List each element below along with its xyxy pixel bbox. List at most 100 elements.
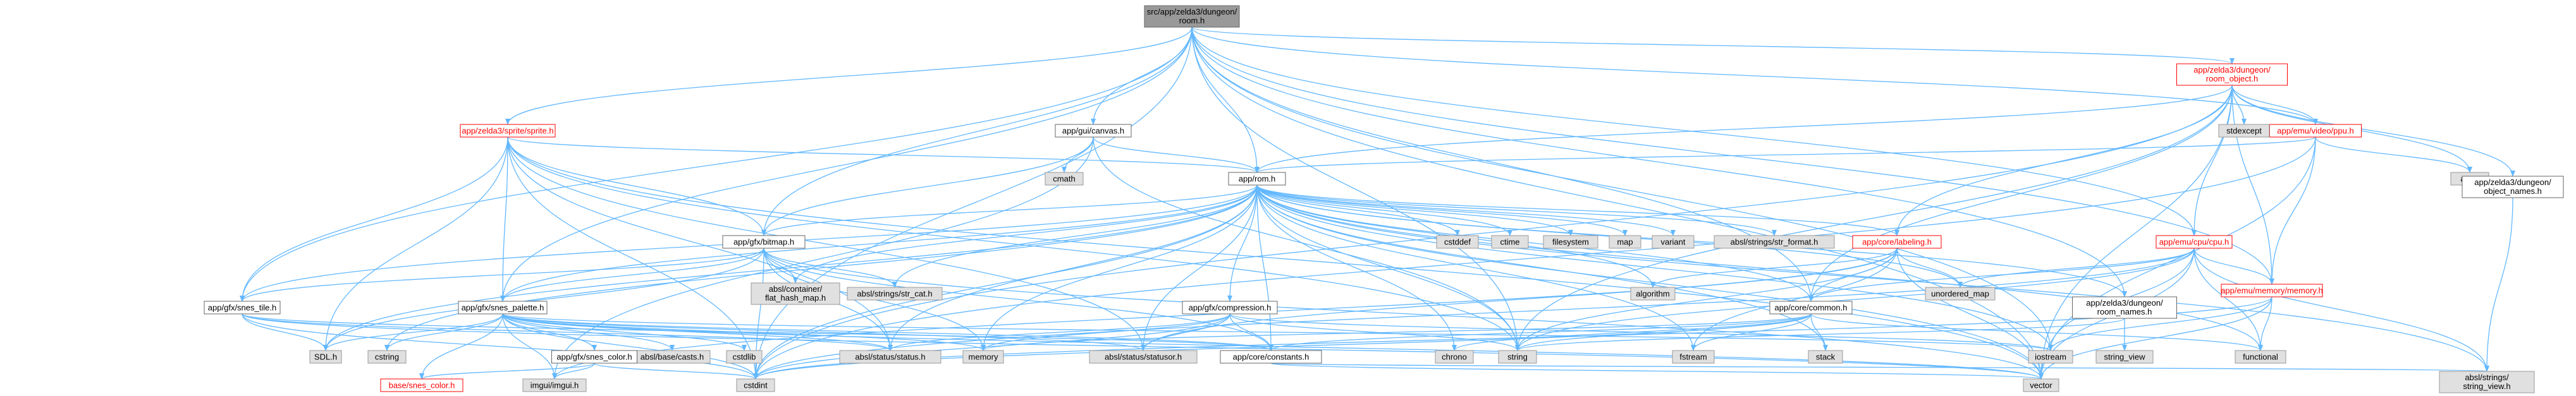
node-stdexcept[interactable]: stdexcept: [2218, 124, 2270, 138]
node-room-names[interactable]: app/zelda3/dungeon/room_names.h: [2072, 296, 2177, 319]
node-flat-hash-map[interactable]: absl/container/flat_hash_map.h: [751, 282, 840, 305]
node-box: [1652, 235, 1695, 249]
node-rom[interactable]: app/rom.h: [1228, 172, 1286, 186]
node-compression[interactable]: app/gfx/compression.h: [1182, 301, 1278, 315]
node-label: SDL.h: [314, 352, 337, 362]
node-label: cstdlib: [733, 352, 756, 362]
edge-common-to-stack: [1810, 313, 1828, 351]
edge-cpu-to-memory_h: [2193, 248, 2274, 285]
node-cstdint[interactable]: cstdint: [736, 378, 775, 392]
node-label: app/gfx/snes_color.h: [556, 352, 632, 362]
node-common[interactable]: app/core/common.h: [1769, 301, 1853, 315]
node-cpu[interactable]: app/emu/cpu/cpu.h: [2156, 235, 2233, 249]
node-snes-tile[interactable]: app/gfx/snes_tile.h: [204, 301, 281, 315]
edge-rom-to-str_cat: [892, 184, 1258, 288]
node-str-format[interactable]: absl/strings/str_format.h: [1714, 235, 1835, 249]
node-ppu[interactable]: app/emu/video/ppu.h: [2269, 124, 2362, 138]
edge-sprite-to-rom: [507, 136, 1260, 173]
node-bitmap[interactable]: app/gfx/bitmap.h: [722, 235, 806, 249]
node-cstddef[interactable]: cstddef: [1436, 235, 1479, 249]
node-label: room_names.h: [2097, 307, 2152, 316]
node-label: algorithm: [1636, 289, 1669, 299]
edge-snes_color-to-base_snes_color: [419, 363, 595, 380]
node-map[interactable]: map: [1609, 235, 1641, 249]
edge-snes_palette-to-vector: [502, 313, 2044, 380]
edge-labeling-to-unordered_map: [1896, 248, 1963, 288]
node-label: app/core/common.h: [1775, 303, 1848, 313]
node-label: absl/strings/: [2465, 373, 2509, 382]
node-variant[interactable]: variant: [1652, 235, 1695, 249]
node-chrono[interactable]: chrono: [1435, 350, 1474, 364]
node-base-snes-color[interactable]: base/snes_color.h: [380, 378, 463, 392]
edge-rom-to-memory: [981, 184, 1258, 351]
edge-rom-to-snes_palette: [500, 184, 1258, 302]
node-memory[interactable]: memory: [962, 350, 1004, 364]
node-algorithm[interactable]: algorithm: [1630, 287, 1676, 301]
edge-memory_h-to-functional: [2258, 296, 2272, 351]
node-box: [722, 235, 806, 249]
node-canvas[interactable]: app/gui/canvas.h: [1055, 124, 1132, 138]
node-filesystem[interactable]: filesystem: [1543, 235, 1598, 249]
node-sdl[interactable]: SDL.h: [309, 350, 342, 364]
node-label: app/core/labeling.h: [1862, 237, 1932, 247]
node-room-object[interactable]: app/zelda3/dungeon/room_object.h: [2176, 63, 2288, 86]
node-status-h[interactable]: absl/status/status.h: [839, 350, 941, 364]
node-object-names[interactable]: app/zelda3/dungeon/object_names.h: [2462, 176, 2564, 198]
node-str-cat[interactable]: absl/strings/str_cat.h: [847, 287, 943, 301]
node-absl-string-view[interactable]: absl/strings/string_view.h: [2439, 371, 2535, 393]
node-stack[interactable]: stack: [1808, 350, 1843, 364]
node-constants[interactable]: app/core/constants.h: [1220, 350, 1322, 364]
node-unordered-map[interactable]: unordered_map: [1925, 287, 1996, 301]
node-sprite[interactable]: app/zelda3/sprite/sprite.h: [460, 124, 556, 138]
node-vector[interactable]: vector: [2023, 378, 2059, 392]
edge-canvas-to-imgui: [552, 136, 1094, 380]
edge-sprite-to-cstdint: [507, 136, 758, 380]
node-label: app/emu/memory/memory.h: [2221, 286, 2323, 296]
node-root[interactable]: src/app/zelda3/dungeon/room.h: [1144, 5, 1240, 28]
node-cstring[interactable]: cstring: [367, 350, 407, 364]
node-box: [2235, 350, 2286, 364]
node-label: chrono: [1442, 352, 1467, 362]
node-iostream[interactable]: iostream: [2028, 350, 2073, 364]
node-box: [522, 378, 587, 392]
node-imgui[interactable]: imgui/imgui.h: [522, 378, 587, 392]
node-box: [736, 378, 775, 392]
edge-canvas-to-string: [1093, 136, 1520, 351]
edge-room_object-to-vector: [2039, 85, 2233, 380]
edge-bitmap-to-snes_palette: [500, 248, 764, 302]
node-label: cstddef: [1444, 237, 1471, 247]
node-statusor[interactable]: absl/status/statusor.h: [1089, 350, 1198, 364]
node-box: [367, 350, 407, 364]
node-casts[interactable]: absl/base/casts.h: [634, 350, 711, 364]
edge-root-to-vector: [1191, 27, 2044, 380]
node-label: app/gfx/bitmap.h: [733, 237, 794, 247]
node-box: [1144, 5, 1240, 28]
node-label: map: [1617, 237, 1633, 247]
node-snes-palette[interactable]: app/gfx/snes_palette.h: [458, 301, 548, 315]
edge-room_object-to-object_names: [2231, 85, 2515, 177]
node-string[interactable]: string: [1498, 350, 1537, 364]
edge-common-to-constants: [1268, 313, 1812, 351]
edge-bitmap-to-str_cat: [763, 248, 897, 288]
node-cmath[interactable]: cmath: [1045, 172, 1084, 186]
node-ctime[interactable]: ctime: [1491, 235, 1529, 249]
edge-snes_palette-to-iostream: [502, 313, 2053, 351]
node-label: imgui/imgui.h: [531, 381, 579, 390]
node-functional[interactable]: functional: [2235, 350, 2286, 364]
dependency-nodes: src/app/zelda3/dungeon/room.h app/zelda3/…: [204, 5, 2564, 393]
edge-rom-to-functional: [1256, 184, 2263, 351]
edge-cpu-to-string: [1515, 248, 2195, 351]
edge-rom-to-variant: [1256, 184, 1676, 236]
node-labeling[interactable]: app/core/labeling.h: [1852, 235, 1942, 249]
node-label: app/gfx/snes_tile.h: [208, 303, 276, 313]
node-cstdlib[interactable]: cstdlib: [726, 350, 763, 364]
node-fstream[interactable]: fstream: [1672, 350, 1715, 364]
node-label: room.h: [1179, 16, 1205, 25]
edge-rom-to-bitmap: [761, 184, 1258, 236]
edge-bitmap-to-snes_tile: [240, 248, 764, 302]
node-label: app/core/constants.h: [1233, 352, 1309, 362]
node-snes-color[interactable]: app/gfx/snes_color.h: [551, 350, 637, 364]
node-string-view-std[interactable]: string_view: [2095, 350, 2154, 364]
node-memory-h[interactable]: app/emu/memory/memory.h: [2221, 284, 2323, 297]
node-box: [309, 350, 342, 364]
